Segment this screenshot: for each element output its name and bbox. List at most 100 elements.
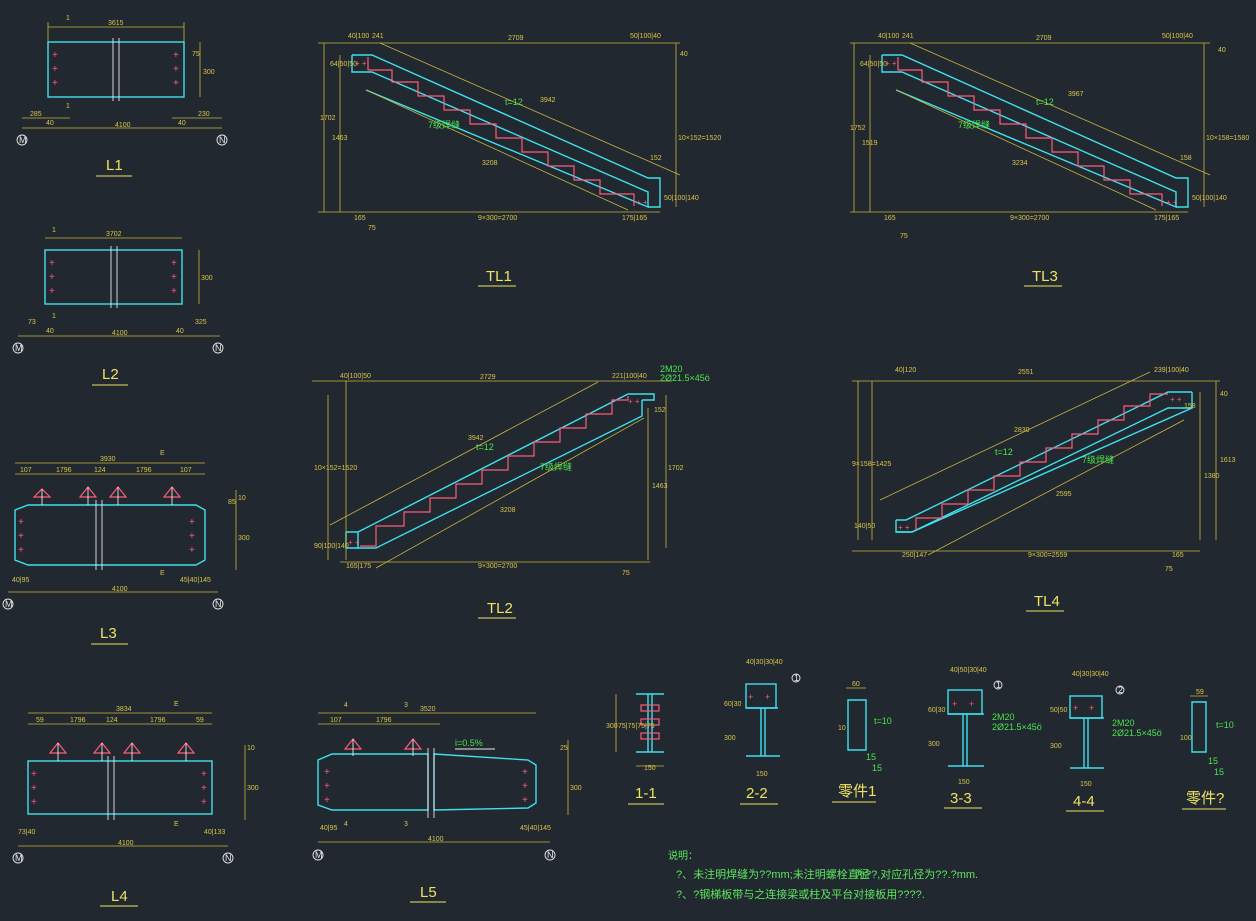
dim-span: 4100	[115, 122, 131, 129]
svg-text:+: +	[171, 272, 177, 283]
svg-text:+: +	[18, 517, 24, 528]
svg-text:45|40|145: 45|40|145	[520, 825, 551, 832]
svg-text:325: 325	[195, 319, 207, 326]
svg-text:10×158=1580: 10×158=1580	[1206, 135, 1249, 142]
svg-text:1463: 1463	[652, 483, 668, 490]
thickness-label: t=12	[505, 97, 523, 107]
svg-text:40: 40	[178, 120, 186, 127]
svg-text:7级焊缝: 7级焊缝	[1082, 454, 1114, 465]
svg-text:124: 124	[94, 467, 106, 474]
svg-text:+: +	[765, 692, 770, 702]
svg-text:85: 85	[228, 499, 236, 506]
beam-L4: +++ +++ 3834 E E 59 1796 124 1796 59 300…	[12, 701, 259, 907]
svg-text:4: 4	[344, 821, 348, 828]
svg-text:+: +	[522, 795, 528, 806]
svg-text:59: 59	[36, 717, 44, 724]
svg-text:E: E	[174, 821, 179, 828]
svg-text:t=10: t=10	[1216, 720, 1234, 730]
svg-text:2709: 2709	[508, 35, 524, 42]
svg-text:3520: 3520	[420, 706, 436, 713]
svg-text:300: 300	[928, 741, 940, 748]
bolt-holes: +++ +++	[18, 517, 195, 556]
svg-text:2Ø21.5×45ö: 2Ø21.5×45ö	[992, 722, 1042, 732]
svg-text:t=12: t=12	[995, 447, 1013, 457]
svg-text:59: 59	[196, 717, 204, 724]
svg-text:+: +	[49, 286, 55, 297]
svg-text:7级焊缝: 7级焊缝	[540, 461, 572, 472]
stair-TL2: 40|100|50 2729 221|100|40 2M20 2Ø21.5×45…	[312, 364, 710, 619]
svg-text:+: +	[1089, 703, 1094, 713]
stair-TL3: 40|100 241 2709 50|100|40 40 1752 1519 6…	[850, 33, 1249, 287]
svg-text:1519: 1519	[862, 140, 878, 147]
svg-text:50|100|140: 50|100|140	[664, 195, 699, 202]
svg-text:2729: 2729	[480, 374, 496, 381]
svg-text:107: 107	[180, 467, 192, 474]
svg-text:90|100|140: 90|100|140	[314, 543, 349, 550]
title-TL4: TL4	[1034, 593, 1060, 610]
stud-connectors	[48, 742, 196, 761]
svg-text:124: 124	[106, 717, 118, 724]
svg-text:59: 59	[1196, 689, 1204, 696]
note-line-1: ?、未注明焊缝为??mm;未注明螺栓直径	[676, 867, 870, 881]
svg-text:+ +: + +	[355, 59, 367, 68]
title-part1: 零件1	[838, 783, 876, 800]
title-TL1: TL1	[486, 268, 512, 285]
svg-text:107: 107	[20, 467, 32, 474]
svg-text:+: +	[522, 767, 528, 778]
title-part2: 零件?	[1186, 790, 1224, 807]
svg-text:+ +: + +	[628, 397, 640, 406]
svg-text:+: +	[189, 517, 195, 528]
svg-text:25: 25	[560, 745, 568, 752]
svg-text:10×152=1520: 10×152=1520	[678, 135, 721, 142]
bolt-holes: +++ +++	[31, 769, 207, 808]
svg-text:40: 40	[680, 51, 688, 58]
svg-text:300: 300	[606, 723, 618, 730]
svg-text:152: 152	[650, 155, 662, 162]
svg-text:10: 10	[247, 745, 255, 752]
svg-text:+: +	[189, 531, 195, 542]
svg-text:75: 75	[192, 51, 200, 58]
svg-text:+: +	[173, 78, 179, 89]
beam-L1: +++ +++ 3615 1 1 300 75 285 230 40 40 41…	[16, 15, 228, 177]
svg-text:50|100|40: 50|100|40	[1162, 33, 1193, 40]
svg-text:40|100|50: 40|100|50	[340, 373, 371, 380]
svg-text:2M20: 2M20	[1112, 718, 1135, 728]
svg-text:10×152=1520: 10×152=1520	[314, 465, 357, 472]
svg-text:75|75|75|75: 75|75|75|75	[618, 723, 655, 730]
svg-text:+: +	[18, 545, 24, 556]
svg-text:175|165: 175|165	[1154, 215, 1179, 222]
title-L4: L4	[111, 888, 128, 905]
bolt-holes: +++ +++	[52, 50, 179, 89]
svg-text:1796: 1796	[56, 467, 72, 474]
svg-text:1380: 1380	[1204, 473, 1220, 480]
svg-text:1702: 1702	[668, 465, 684, 472]
svg-text:2M20: 2M20	[992, 712, 1015, 722]
bolt-holes: +++ +++	[324, 767, 528, 806]
stud-connectors	[32, 486, 182, 505]
slope-label: i=0.5%	[455, 738, 483, 748]
svg-text:300: 300	[1050, 743, 1062, 750]
svg-text:3208: 3208	[482, 160, 498, 167]
svg-text:2M20: 2M20	[660, 364, 683, 374]
svg-text:64|50|50: 64|50|50	[860, 61, 887, 68]
svg-text:+: +	[173, 64, 179, 75]
svg-text:+: +	[748, 692, 753, 702]
svg-text:50|100|140: 50|100|140	[1192, 195, 1227, 202]
svg-text:1: 1	[794, 673, 799, 683]
svg-text:t=12: t=12	[1036, 97, 1054, 107]
svg-text:4100: 4100	[118, 840, 134, 847]
svg-text:1613: 1613	[1220, 457, 1236, 464]
svg-text:1702: 1702	[320, 115, 336, 122]
svg-text:+ +: + +	[885, 59, 897, 68]
svg-text:165: 165	[884, 215, 896, 222]
svg-text:152: 152	[654, 407, 666, 414]
svg-text:40: 40	[46, 328, 54, 335]
svg-text:3942: 3942	[468, 435, 484, 442]
svg-text:40|50|30|40: 40|50|30|40	[950, 667, 987, 674]
svg-text:165: 165	[1172, 552, 1184, 559]
svg-text:3942: 3942	[540, 97, 556, 104]
svg-text:M: M	[15, 343, 23, 353]
svg-text:N: N	[215, 599, 222, 609]
svg-text:+: +	[324, 767, 330, 778]
